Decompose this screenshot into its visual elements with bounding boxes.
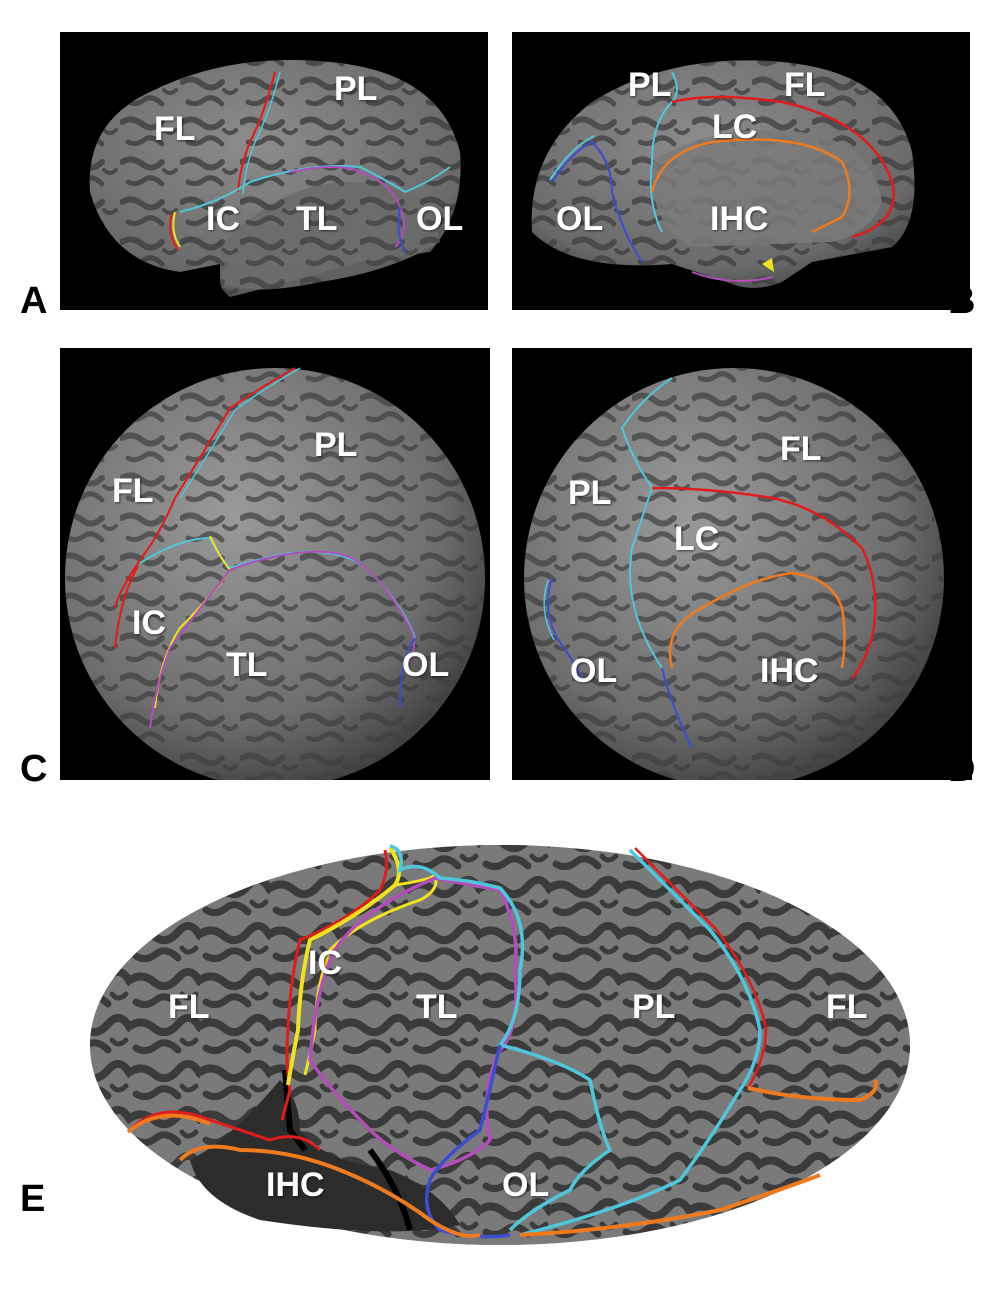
panel-d-medial-sphere: FL PL LC OL IHC: [512, 348, 972, 780]
label-tl: TL: [416, 988, 458, 1026]
panel-letter-d: D: [948, 748, 976, 790]
label-ol: OL: [402, 646, 450, 684]
label-ic: IC: [132, 604, 166, 642]
label-fl: FL: [780, 430, 822, 468]
label-ic: IC: [308, 944, 342, 982]
label-ol: OL: [416, 200, 464, 238]
panel-letter-e: E: [20, 1178, 46, 1220]
label-ihc: IHC: [266, 1166, 325, 1204]
panel-letter-c: C: [20, 748, 48, 790]
panel-letter-a: A: [20, 280, 48, 322]
label-pl: PL: [314, 426, 358, 464]
label-tl: TL: [226, 646, 268, 684]
label-fl: FL: [154, 110, 196, 148]
panel-e-image: [90, 844, 910, 1245]
label-ihc: IHC: [710, 200, 769, 238]
label-pl: PL: [568, 474, 612, 512]
label-fl: FL: [784, 66, 826, 104]
label-tl: TL: [296, 200, 338, 238]
panel-b-medial-inflated: PL FL LC OL IHC: [512, 32, 970, 310]
panel-c-lateral-sphere: PL FL IC TL OL: [60, 348, 490, 780]
panel-a-image: [89, 60, 461, 297]
panel-letter-b: B: [948, 280, 976, 322]
label-pl: PL: [632, 988, 676, 1026]
label-lc: LC: [712, 108, 758, 146]
label-lc: LC: [674, 520, 720, 558]
panel-b-image: [531, 60, 915, 288]
label-ol: OL: [502, 1166, 550, 1204]
panel-c-image: [65, 367, 485, 780]
label-ihc: IHC: [760, 652, 819, 690]
panel-a-lateral-inflated: FL PL IC TL OL: [60, 32, 488, 310]
label-ic: IC: [206, 200, 240, 238]
label-fl-right: FL: [826, 988, 868, 1026]
label-ol: OL: [556, 200, 604, 238]
label-pl: PL: [334, 70, 378, 108]
label-ol: OL: [570, 652, 618, 690]
panel-e-flat-map: IC FL TL PL FL IHC OL: [60, 830, 940, 1260]
label-pl: PL: [628, 66, 672, 104]
label-fl: FL: [112, 472, 154, 510]
panel-d-image: [524, 368, 944, 780]
label-fl-left: FL: [168, 988, 210, 1026]
